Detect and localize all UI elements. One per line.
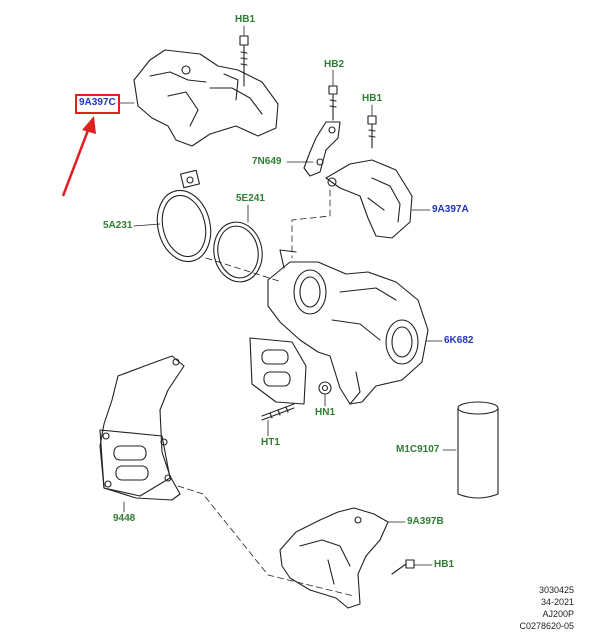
bolt-hb1-top-icon: [239, 35, 249, 87]
label-bracket: 7N649: [252, 156, 282, 167]
label-hb1-bottom: HB1: [434, 559, 455, 570]
label-turbocharger[interactable]: 6K682: [444, 335, 474, 346]
label-hb1-top: HB1: [235, 14, 256, 25]
highlight-box: [75, 94, 120, 114]
heat-shield-right-icon: [325, 159, 413, 239]
label-hb1-mid: HB1: [362, 93, 383, 104]
bracket-icon: [303, 121, 341, 177]
label-clamp: 5A231: [103, 220, 133, 231]
bolt-hb2-icon: [328, 85, 338, 121]
ref-line-3: AJ200P: [542, 609, 574, 619]
label-stud: HT1: [261, 437, 280, 448]
gasket-ring-icon: [213, 221, 263, 283]
label-gasket-plate: 9448: [113, 513, 136, 524]
label-filter: M1C9107: [396, 444, 440, 455]
label-heat-shield-top[interactable]: 9A397C: [79, 97, 116, 108]
bolt-hb1-bottom-icon: [391, 559, 415, 575]
turbocharger-icon: [249, 249, 429, 405]
reference-code-block: 3030425 34-2021 AJ200P C0278620-05: [519, 584, 574, 632]
gasket-plate-icon: [99, 355, 185, 501]
stud-icon: [261, 403, 295, 421]
label-hb2: HB2: [324, 59, 345, 70]
ref-line-1: 3030425: [538, 585, 574, 595]
filter-cylinder-icon: [457, 401, 499, 499]
leader-lines: [117, 25, 457, 566]
heat-shield-bottom-icon: [279, 507, 389, 609]
clamp-icon: [156, 169, 212, 263]
label-heat-shield-bottom: 9A397B: [407, 516, 444, 527]
label-nut: HN1: [315, 407, 336, 418]
label-gasket-ring: 5E241: [236, 193, 265, 204]
ref-line-4: C0278620-05: [519, 621, 574, 631]
bolt-hb1-mid-icon: [367, 115, 377, 149]
nut-icon: [318, 381, 332, 395]
label-heat-shield-right[interactable]: 9A397A: [432, 204, 469, 215]
ref-line-2: 34-2021: [540, 597, 574, 607]
heat-shield-top-icon: [133, 49, 279, 147]
assembly-dashed-lines: [177, 189, 355, 597]
